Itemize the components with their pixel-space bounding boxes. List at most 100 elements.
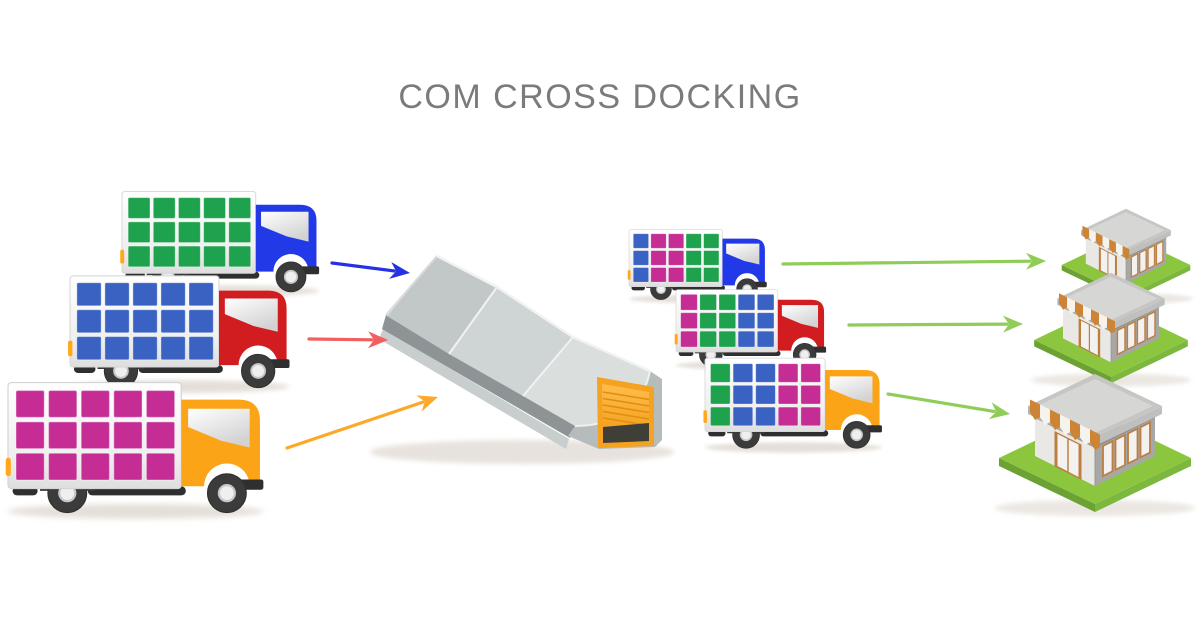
- warehouse-ridge-highlight: [436, 254, 651, 373]
- store-awning-scallop: [1102, 244, 1110, 250]
- arrow-outbound-top: [781, 252, 1046, 270]
- cargo-cell: [228, 221, 252, 243]
- store-platform-edge: [999, 458, 1095, 512]
- cargo-cell: [152, 245, 176, 268]
- arrow-inbound-blue: [330, 261, 410, 279]
- store-awning-scallop: [1099, 323, 1107, 330]
- arrow-head: [1025, 252, 1046, 270]
- cargo-cell: [800, 406, 821, 427]
- store-awning-stripe: [1091, 309, 1099, 324]
- cargo-cell: [203, 245, 226, 268]
- store-awning-stripe: [1107, 317, 1115, 332]
- cross-dock-warehouse-icon: [370, 254, 674, 464]
- truck-tail-light: [627, 270, 631, 280]
- cargo-cell: [113, 389, 143, 418]
- store-awning-scallop: [1090, 442, 1100, 450]
- cargo-cell: [132, 336, 158, 361]
- truck-windshield: [224, 298, 278, 332]
- truck-wheel-hub: [850, 428, 863, 442]
- cargo-cell: [699, 330, 717, 348]
- store-large-icon: [995, 374, 1195, 516]
- cargo-cell: [152, 221, 176, 243]
- truck-tail-light: [120, 249, 125, 264]
- cargo-cell: [160, 336, 186, 361]
- cargo-cell: [755, 385, 776, 405]
- store-awning-scallop: [1067, 307, 1075, 314]
- store-medium-icon: [1031, 272, 1191, 387]
- arrow-head: [367, 331, 388, 349]
- store-window: [1136, 315, 1146, 346]
- cargo-cell: [188, 282, 214, 307]
- cargo-cell: [699, 294, 717, 311]
- store-awning-scallop: [1059, 303, 1067, 310]
- cargo-cell: [145, 389, 176, 418]
- inbound-truck-green-cargo-icon: [120, 191, 320, 297]
- store-window: [1146, 310, 1156, 341]
- cargo-cell: [178, 221, 201, 243]
- store-awning-stripe: [1067, 297, 1075, 312]
- cargo-cell: [703, 267, 720, 283]
- cargo-cell: [777, 385, 799, 405]
- cargo-cell: [15, 389, 45, 418]
- truck-wheel-hub: [217, 484, 236, 503]
- arrow-shaft: [847, 322, 1009, 327]
- truck-wheel-hub: [250, 363, 267, 379]
- store-awning-stripe: [1083, 305, 1091, 320]
- store-awning-scallop: [1083, 315, 1091, 322]
- store-awning-stripe: [1059, 293, 1067, 308]
- store-window: [1114, 433, 1126, 472]
- cargo-cell: [132, 309, 158, 334]
- store-awning-stripe: [1099, 313, 1107, 328]
- store-roof-edge: [1111, 298, 1165, 331]
- store-platform-edge: [1095, 458, 1191, 512]
- cargo-cell: [650, 233, 667, 249]
- cargo-cell: [703, 233, 720, 249]
- store-window: [1130, 252, 1139, 279]
- store-awning-stripe: [1109, 239, 1116, 252]
- cargo-cell: [685, 250, 702, 266]
- page-title: COM CROSS DOCKING: [398, 78, 802, 116]
- cargo-cell: [178, 245, 201, 268]
- cargo-cell: [48, 389, 78, 418]
- store-awning-scallop: [1107, 327, 1115, 334]
- store-roof-edge: [1095, 406, 1162, 446]
- arrow-shaft: [307, 337, 374, 342]
- warehouse-roof-seam: [522, 336, 574, 397]
- store-awning-scallop: [1050, 422, 1060, 430]
- warehouse-roof-panel: [449, 287, 573, 396]
- cargo-cell: [228, 245, 252, 268]
- warehouse-door-slat: [602, 397, 650, 407]
- cargo-cell: [188, 336, 214, 361]
- store-awning-scallop: [1089, 237, 1096, 243]
- cargo-cell: [127, 245, 151, 268]
- truck-windshield: [188, 408, 250, 448]
- cargo-cell: [757, 330, 775, 348]
- arrow-outbound-bottom: [886, 392, 1010, 420]
- cargo-cell: [80, 452, 111, 481]
- store-roof-edge: [1126, 230, 1171, 257]
- cargo-cell: [680, 312, 698, 329]
- store-awning-scallop: [1040, 417, 1050, 425]
- store-platform-edge: [1034, 340, 1111, 384]
- store-awning-scallop: [1080, 437, 1090, 445]
- store-awning-stripe: [1122, 245, 1130, 258]
- store-window: [1155, 240, 1164, 266]
- cargo-cell: [710, 406, 731, 427]
- store-awning-scallop: [1070, 432, 1080, 440]
- store-awning-stripe: [1089, 229, 1096, 242]
- cargo-cell: [757, 312, 775, 329]
- cargo-cell: [160, 282, 186, 307]
- cargo-cell: [15, 421, 45, 450]
- truck-tail-light: [5, 457, 11, 477]
- cargo-cell: [737, 294, 756, 311]
- cargo-cell: [718, 294, 736, 311]
- cargo-cell: [203, 221, 226, 243]
- cargo-cell: [699, 312, 717, 329]
- truck-tail-light: [703, 410, 707, 423]
- arrow-shaft: [886, 392, 996, 414]
- cargo-cell: [777, 406, 799, 427]
- warehouse-roof-seam: [448, 286, 498, 355]
- cargo-cell: [737, 330, 756, 348]
- store-platform-edge: [1111, 340, 1188, 384]
